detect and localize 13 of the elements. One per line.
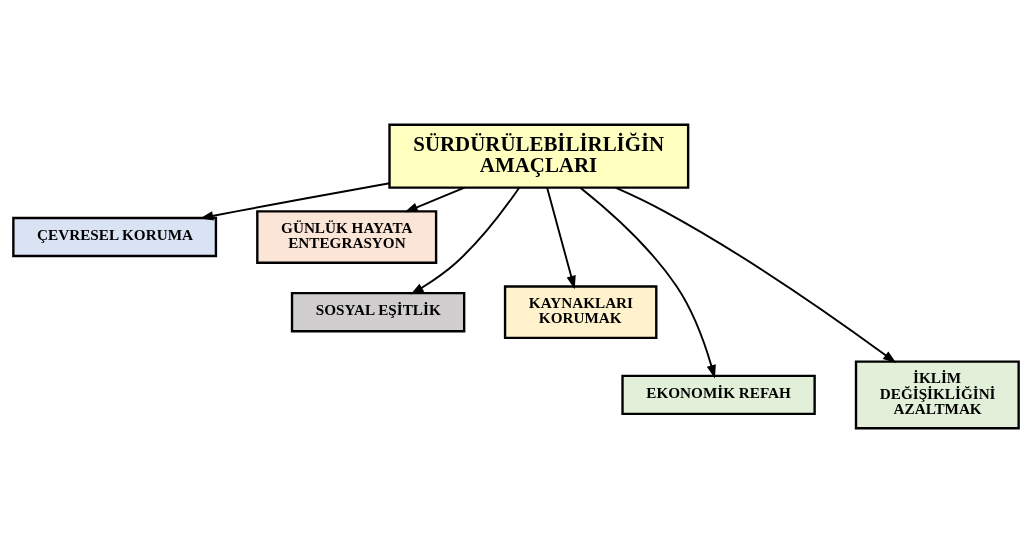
arrow [546, 186, 576, 290]
node-box: GÜNLÜK HAYATA ENTEGRASYON [256, 210, 438, 264]
arrow [410, 186, 521, 295]
node-box: ÇEVRESEL KORUMA [12, 216, 218, 258]
node-box: İKLİM DEĞİŞİKLİĞİNİ AZALTMAK [854, 360, 1020, 430]
arrow [614, 186, 897, 364]
arrow [579, 186, 716, 379]
node-box: EKONOMİK REFAH [621, 374, 816, 416]
node-box: SÜRDÜRÜLEBİLİRLİĞİN AMAÇLARI [388, 123, 690, 189]
node-box: KAYNAKLARI KORUMAK [503, 285, 658, 340]
arrow [199, 182, 391, 221]
arrow [404, 186, 466, 213]
node-box: SOSYAL EŞİTLİK [290, 291, 466, 333]
